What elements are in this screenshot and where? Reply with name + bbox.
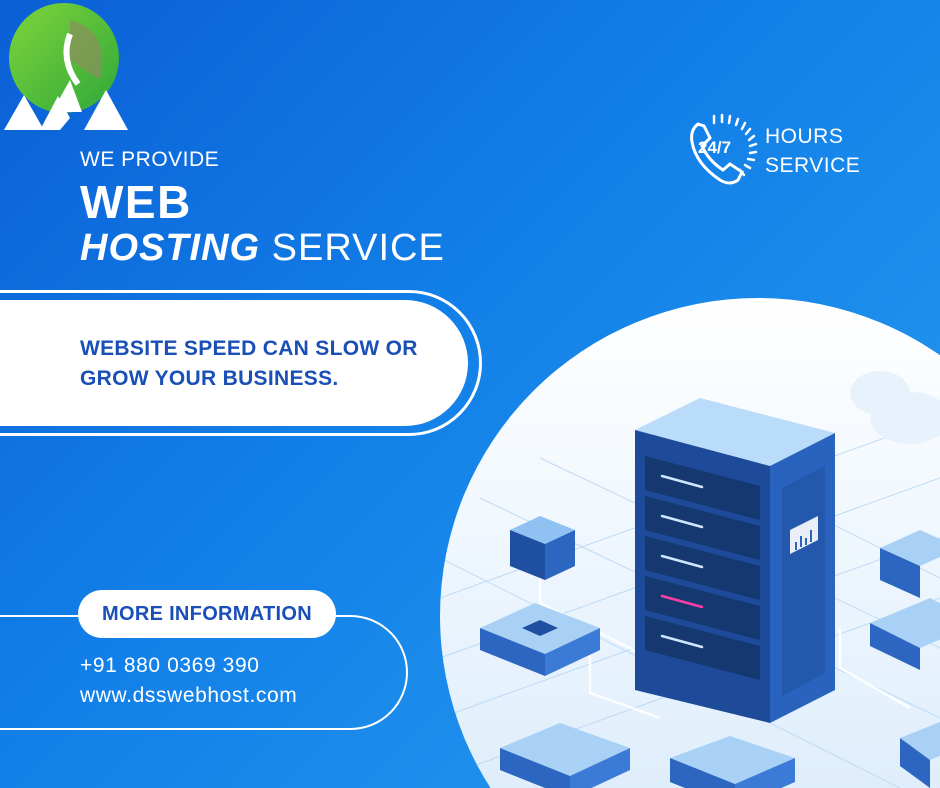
tagline-pill-outline	[0, 290, 482, 436]
website-link[interactable]: www.dsswebhost.com	[80, 684, 298, 707]
hero-title-emphasis: HOSTING	[80, 227, 261, 269]
tagline-line2: GROW YOUR BUSINESS.	[80, 367, 339, 390]
eyebrow-text: WE PROVIDE	[80, 148, 220, 171]
server-rack-illustration	[440, 298, 940, 788]
tagline-text: WEBSITE SPEED CAN SLOW OR GROW YOUR BUSI…	[80, 334, 418, 394]
badge-number: 24/7	[698, 138, 731, 157]
hours-service-label: HOURS SERVICE	[765, 122, 860, 180]
hours-label: HOURS	[765, 125, 844, 148]
phone-number[interactable]: +91 880 0369 390	[80, 654, 260, 677]
tagline-pill	[0, 300, 468, 426]
service-label: SERVICE	[765, 154, 861, 177]
tagline-line1: WEBSITE SPEED CAN SLOW OR	[80, 337, 418, 360]
mountain-sun-logo	[4, 3, 128, 130]
phone-24-7-icon: 24/7	[690, 113, 758, 185]
hero-title-line1: WEB	[80, 176, 192, 228]
hero-title-rest: SERVICE	[260, 227, 445, 269]
hero-title-line2: HOSTING SERVICE	[80, 226, 445, 270]
more-information-button[interactable]: MORE INFORMATION	[78, 590, 336, 638]
